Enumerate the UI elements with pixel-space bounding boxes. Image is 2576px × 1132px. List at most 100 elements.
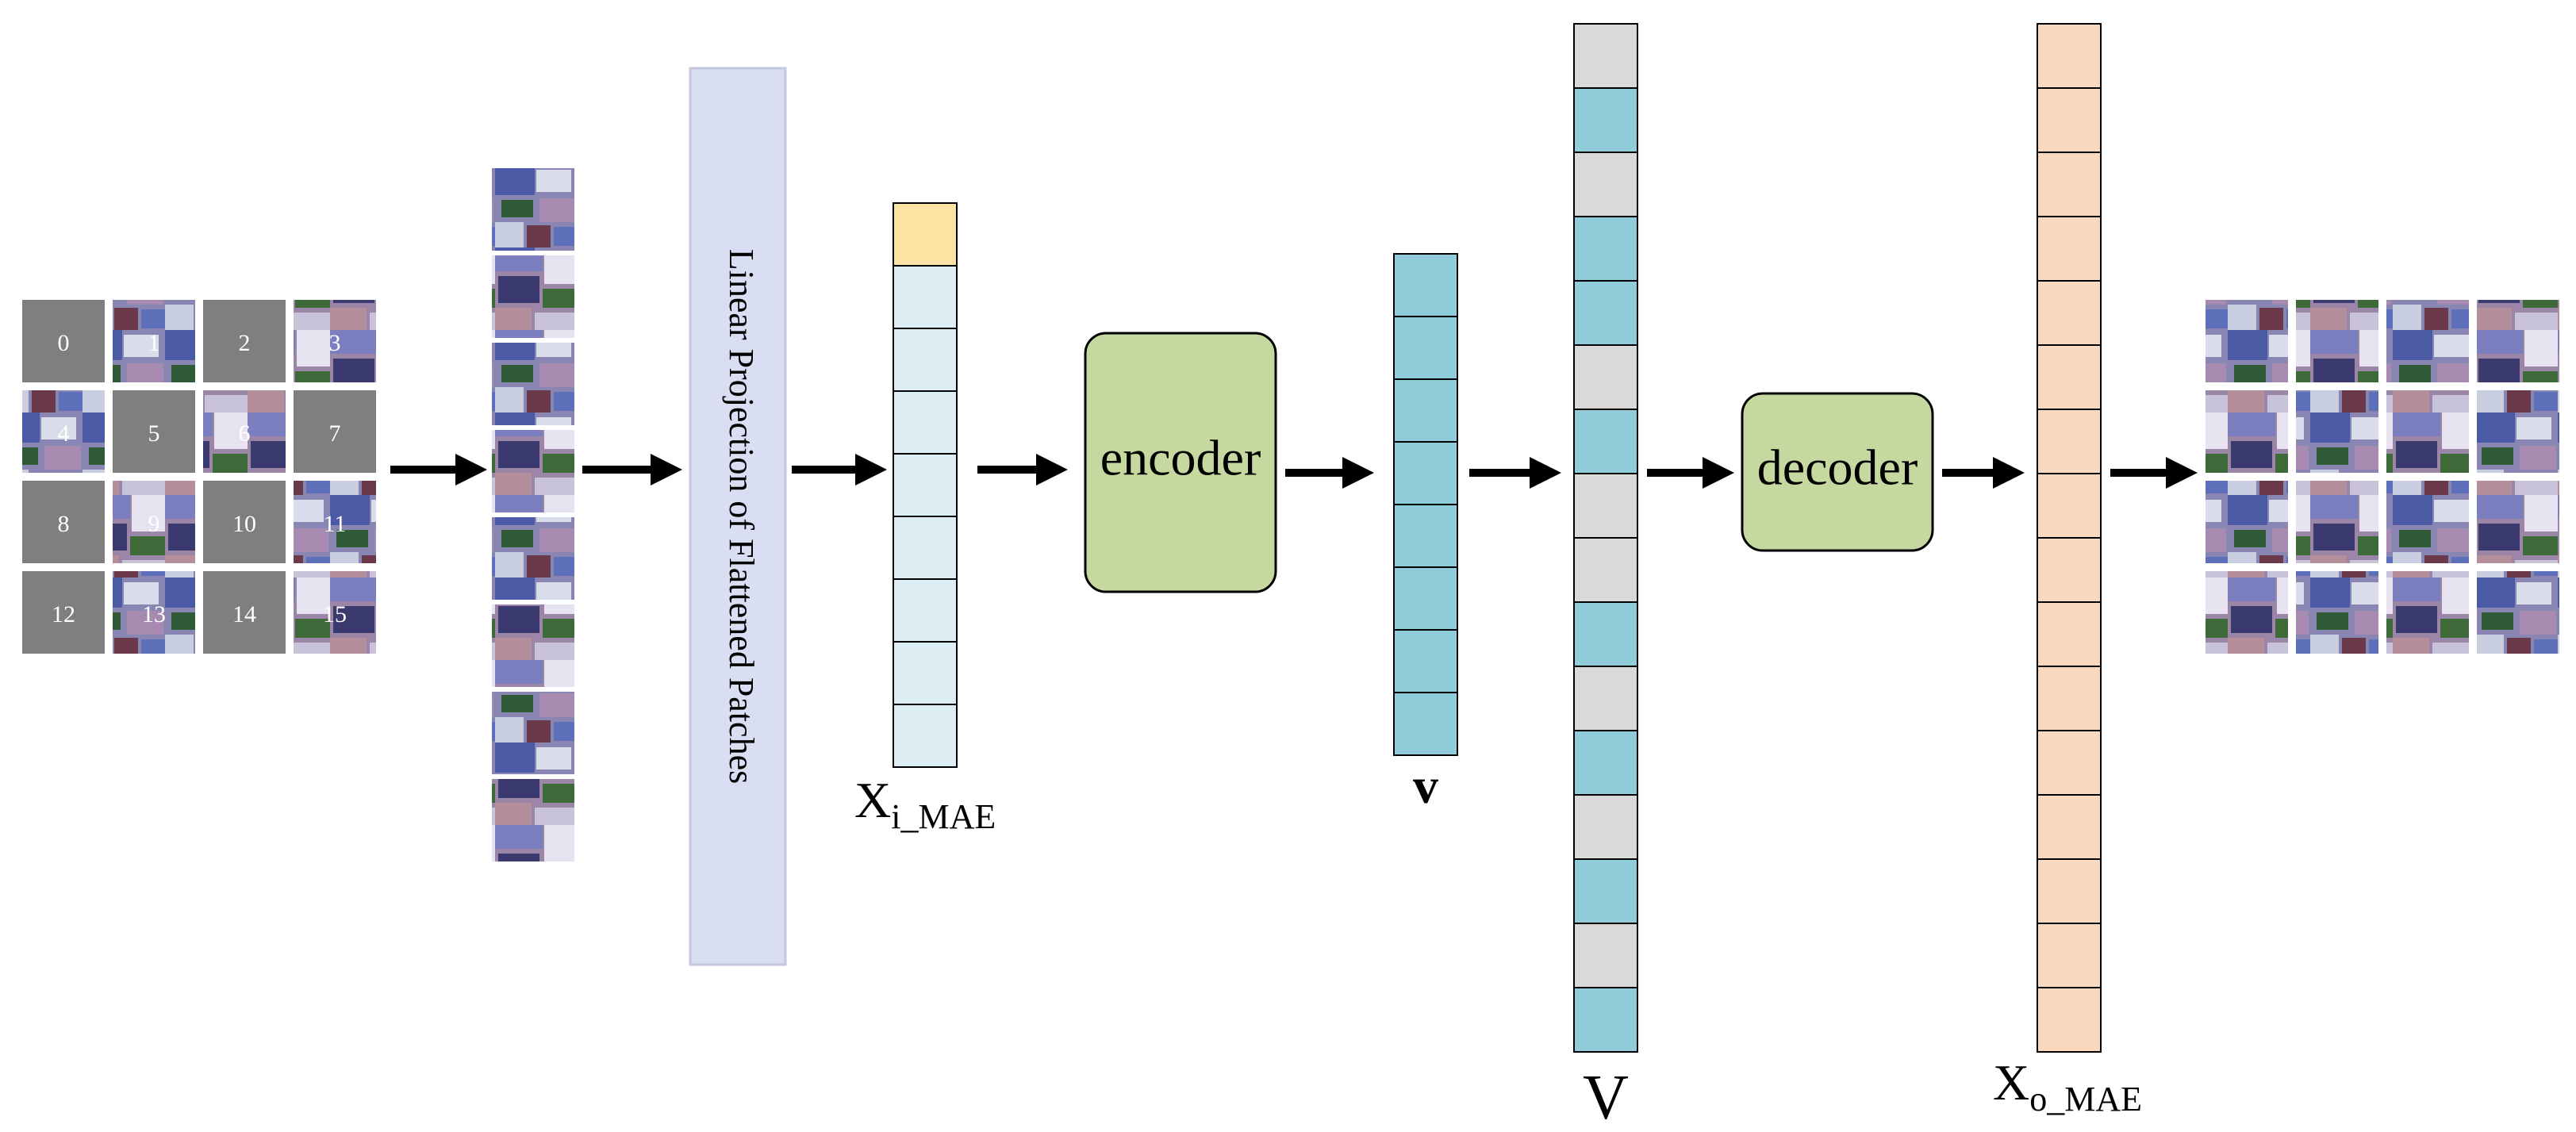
grid-cell: 7 <box>294 390 376 473</box>
grid-cell-index: 9 <box>148 511 160 537</box>
reconstructed-patch <box>2206 390 2288 473</box>
reconstructed-patch <box>2477 390 2559 473</box>
sequence-patch <box>492 779 574 861</box>
output-token <box>2037 344 2102 410</box>
full-sequence-token <box>1573 23 1638 89</box>
grid-cell: 9 <box>113 481 195 563</box>
reconstructed-patch <box>2477 481 2559 563</box>
input-token-column <box>893 202 958 768</box>
output-token <box>2037 794 2102 860</box>
x-output-label: Xo_MAE <box>1993 1054 2142 1119</box>
encoded-token <box>1393 378 1458 443</box>
full-sequence-token <box>1573 87 1638 153</box>
input-token <box>893 453 958 517</box>
grid-cell: 10 <box>203 481 286 563</box>
output-token <box>2037 987 2102 1053</box>
reconstructed-patch <box>2477 571 2559 654</box>
grid-cell-index: 8 <box>58 511 70 537</box>
encoded-token <box>1393 566 1458 631</box>
reconstructed-patch <box>2296 300 2378 382</box>
reconstructed-patch <box>2206 300 2288 382</box>
x-input-label-base: X <box>854 772 891 828</box>
reconstructed-patch <box>2296 390 2378 473</box>
output-token <box>2037 216 2102 282</box>
image-patch <box>113 300 195 382</box>
sequence-patch <box>492 255 574 338</box>
reconstructed-patch <box>2206 571 2288 654</box>
full-sequence-token <box>1573 601 1638 667</box>
grid-cell-index: 13 <box>142 601 166 627</box>
reconstructed-patch <box>2386 390 2469 473</box>
grid-cell-index: 5 <box>148 420 160 447</box>
grid-cell-index: 1 <box>148 330 160 356</box>
grid-cell-index: 3 <box>329 330 341 356</box>
full-sequence-token <box>1573 152 1638 217</box>
grid-cell-index: 2 <box>239 330 251 356</box>
grid-cell: 8 <box>22 481 105 563</box>
masked-patch <box>113 390 195 473</box>
masked-patch <box>22 481 105 563</box>
grid-cell: 0 <box>22 300 105 382</box>
reconstructed-patch <box>2477 300 2559 382</box>
reconstructed-patch-grid <box>2206 300 2559 654</box>
input-token <box>893 328 958 392</box>
full-sequence-token <box>1573 730 1638 796</box>
sequence-patch <box>492 692 574 774</box>
sequence-patch <box>492 168 574 251</box>
masked-patch <box>203 300 286 382</box>
output-token <box>2037 666 2102 731</box>
reconstructed-patch <box>2386 571 2469 654</box>
full-sequence-token <box>1573 987 1638 1053</box>
grid-cell: 13 <box>113 571 195 654</box>
grid-cell: 4 <box>22 390 105 473</box>
linear-projection-label: Linear Projection of Flattened Patches <box>722 249 761 784</box>
image-patch <box>113 481 195 563</box>
output-token <box>2037 601 2102 667</box>
full-sequence-token <box>1573 280 1638 346</box>
masked-patch <box>22 571 105 654</box>
sequence-patch <box>492 430 574 512</box>
reconstructed-patch <box>2206 481 2288 563</box>
reconstructed-patch <box>2386 300 2469 382</box>
input-token <box>893 578 958 643</box>
full-sequence-token <box>1573 473 1638 539</box>
full-sequence-token <box>1573 794 1638 860</box>
grid-cell: 3 <box>294 300 376 382</box>
image-patch <box>113 571 195 654</box>
grid-cell: 12 <box>22 571 105 654</box>
reconstructed-patch <box>2386 481 2469 563</box>
input-token <box>893 265 958 329</box>
output-token <box>2037 23 2102 89</box>
output-token <box>2037 280 2102 346</box>
full-token-column <box>1573 23 1638 1053</box>
decoder-box <box>1741 392 1934 552</box>
encoded-token <box>1393 441 1458 505</box>
image-patch <box>294 300 376 382</box>
grid-cell-index: 10 <box>232 511 256 537</box>
full-sequence-token <box>1573 344 1638 410</box>
grid-cell: 14 <box>203 571 286 654</box>
encoded-token <box>1393 692 1458 756</box>
grid-cell-index: 0 <box>58 330 70 356</box>
grid-cell: 5 <box>113 390 195 473</box>
output-token-column <box>2037 23 2102 1053</box>
input-token <box>893 202 958 267</box>
input-token <box>893 641 958 705</box>
full-sequence-token <box>1573 537 1638 603</box>
grid-cell: 15 <box>294 571 376 654</box>
sequence-patch <box>492 517 574 600</box>
full-sequence-token <box>1573 216 1638 282</box>
input-token <box>893 390 958 455</box>
linear-projection-box <box>689 67 787 966</box>
image-patch <box>203 390 286 473</box>
grid-cell: 2 <box>203 300 286 382</box>
encoder-label: encoder <box>1100 430 1261 486</box>
grid-cell-index: 12 <box>52 601 75 627</box>
output-token <box>2037 730 2102 796</box>
image-patch <box>294 481 376 563</box>
grid-cell-index: 14 <box>232 601 256 627</box>
decoder-label: decoder <box>1757 439 1918 496</box>
masked-patch <box>203 571 286 654</box>
output-token <box>2037 87 2102 153</box>
encoded-token <box>1393 253 1458 317</box>
